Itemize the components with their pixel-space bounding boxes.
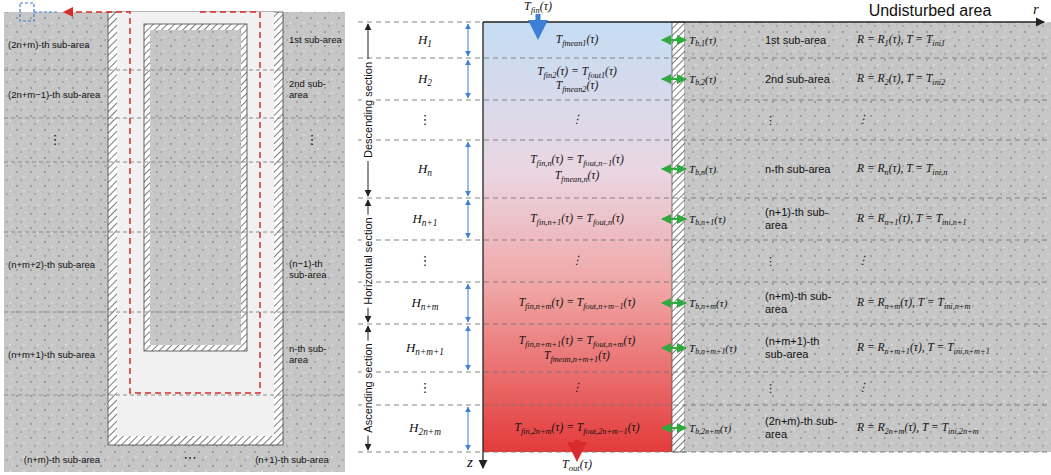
fluid-temperature: Tfin,n+m+1(τ) = Tfout,n+m(τ) bbox=[519, 334, 636, 347]
fluid-temperature: Tfmean1(τ) bbox=[556, 33, 599, 46]
segment-height: H2n+m bbox=[409, 421, 441, 436]
ellipsis: ⋮ bbox=[49, 133, 62, 148]
segment-divider bbox=[358, 22, 1051, 452]
fluid-temperature: Tfin2(τ) = Tfout1(τ) bbox=[537, 65, 617, 78]
inlet-marker bbox=[20, 3, 34, 21]
wall-heat-flux-arrow bbox=[662, 40, 686, 428]
sub-area-name: (n+m+2)-th sub-area bbox=[8, 260, 95, 271]
segment-height: H2 bbox=[418, 72, 432, 87]
borehole-section bbox=[4, 3, 345, 472]
heat-transfer-model bbox=[358, 14, 1051, 468]
segment-height-arrow bbox=[468, 24, 469, 450]
fluid-column bbox=[483, 22, 672, 452]
sub-area-name: (n+1)-th sub-area bbox=[255, 455, 329, 466]
sub-area-name: (n+m+1)-th sub-area bbox=[765, 335, 843, 360]
fluid-temperature: Tfin,n(τ) = Tfout,n−1(τ) bbox=[530, 153, 624, 166]
flow-path bbox=[64, 12, 260, 393]
boundary-condition: R = Rn+1(τ), T = Tini,n+1 bbox=[857, 212, 967, 225]
section-label: Horizontal section bbox=[362, 214, 375, 307]
fluid-temperature: Tfin,2n+m(τ) = Tfout,2n+m−1(τ) bbox=[515, 421, 640, 434]
outlet-temperature: Tout(τ) bbox=[562, 458, 592, 472]
boundary-condition: R = R2n+m(τ), T = Tini,2n+m bbox=[857, 421, 979, 434]
sub-area-name: (n+m)-th sub-area bbox=[24, 455, 100, 466]
ellipsis: ⋯ bbox=[184, 451, 197, 466]
ground-area bbox=[4, 12, 345, 472]
sub-area-name: (n+m)-th sub-area bbox=[765, 290, 843, 315]
fluid-temperature: ⋮ bbox=[571, 381, 583, 394]
wall-temperature: Tb,1(τ) bbox=[689, 34, 716, 47]
sub-area-divider bbox=[4, 70, 345, 395]
wall-temperature: Tb,n+m+1(τ) bbox=[689, 342, 737, 355]
z-axis bbox=[482, 22, 483, 468]
fluid-temperature: Tfmean,n(τ) bbox=[555, 169, 600, 182]
wall-temperature: Tb,n+m(τ) bbox=[689, 297, 727, 310]
sub-area-name: ⋮ bbox=[765, 255, 843, 268]
fluid-temperature: ⋮ bbox=[571, 254, 583, 267]
sub-area-name: (n+1)-th sub-area bbox=[765, 206, 843, 231]
segment-height: Hn+1 bbox=[412, 212, 437, 227]
ellipsis: ⋮ bbox=[306, 133, 319, 148]
segment-height: Hn bbox=[418, 162, 432, 177]
wall-temperature: Tb,2n+m(τ) bbox=[689, 422, 731, 435]
segment-height: Hn+m+1 bbox=[406, 341, 444, 356]
sub-area-name: (n+m+1)-th sub-area bbox=[8, 350, 95, 361]
boundary-condition: R = R1(τ), T = Tini1 bbox=[857, 33, 945, 46]
ellipsis: ⋮ bbox=[419, 381, 432, 396]
axis-label: z bbox=[467, 454, 473, 471]
axis-label: r bbox=[1033, 1, 1039, 18]
fluid-temperature: Tfin,n+1(τ) = Tfout,n(τ) bbox=[530, 212, 624, 225]
fluid-temperature: Tfin,n+m(τ) = Tfout,n+m−1(τ) bbox=[519, 296, 636, 309]
ellipsis: ⋮ bbox=[419, 254, 432, 269]
sub-area-name: (n−1)-th sub-area bbox=[289, 259, 343, 281]
wall-temperature: Tb,n(τ) bbox=[689, 163, 716, 176]
inlet-arrow bbox=[536, 14, 541, 30]
wall-temperature: Tb,n+1(τ) bbox=[689, 213, 726, 226]
inlet-temperature: Tfin(τ) bbox=[524, 0, 552, 14]
sub-area-name: n-th sub-area bbox=[765, 163, 843, 176]
segment-height: Hn+m bbox=[411, 296, 438, 311]
sub-area-name: ⋮ bbox=[765, 114, 843, 127]
fluid-column-node: Tfmean1(τ) Tfin2(τ) = Tfout1(τ)Tfmean2(τ)… bbox=[483, 22, 672, 452]
fluid-temperature: Tfmean,n+m+1(τ) bbox=[544, 349, 610, 362]
region-title: Undisturbed area bbox=[869, 2, 992, 20]
inlet-line bbox=[34, 11, 58, 12]
boundary-condition: R = R2(τ), T = Tini2 bbox=[857, 72, 945, 85]
fluid-temperature: Tfmean2(τ) bbox=[556, 79, 599, 92]
sub-area-name: 1st sub-area bbox=[289, 35, 343, 46]
fluid-temperature: ⋮ bbox=[571, 113, 583, 126]
boundary-condition: R = Rn+m+1(τ), T = Tini,n+m+1 bbox=[857, 341, 990, 354]
section-label: Descending section bbox=[362, 59, 375, 161]
section-label: Ascending section bbox=[362, 340, 375, 435]
borehole-wall bbox=[108, 12, 283, 445]
fluid-annulus bbox=[117, 12, 274, 436]
sub-area-name: (2n+m−1)-th sub-area bbox=[8, 90, 100, 101]
sub-area-name: 2nd sub-area bbox=[765, 73, 843, 86]
boundary-condition: ⋮ bbox=[857, 254, 869, 267]
ground-region-node: 1st sub-area R = R1(τ), T = Tini1 2nd sub-… bbox=[685, 22, 1051, 452]
sub-area-name: ⋮ bbox=[765, 382, 843, 395]
ground-region bbox=[685, 22, 1051, 452]
ellipsis: ⋮ bbox=[419, 113, 432, 128]
inner-core bbox=[150, 30, 241, 345]
boundary-condition: R = Rn+m(τ), T = Tini,n+m bbox=[857, 296, 970, 309]
pipe-wall bbox=[672, 22, 685, 452]
boundary-condition: ⋮ bbox=[857, 381, 869, 394]
sub-area-name: 2nd sub-area bbox=[289, 79, 343, 101]
sub-area-name: (2n+m)-th sub-area bbox=[765, 415, 843, 440]
sub-area-name: 1st sub-area bbox=[765, 34, 843, 47]
outlet-arrow bbox=[575, 440, 580, 452]
segment-height: H1 bbox=[418, 33, 432, 48]
sub-area-name: n-th sub-area bbox=[289, 344, 343, 366]
boundary-condition: ⋮ bbox=[857, 113, 869, 126]
r-axis bbox=[483, 21, 1044, 22]
inner-pipe-wall bbox=[144, 24, 247, 351]
boundary-condition: R = Rn(τ), T = Tini,n bbox=[857, 162, 947, 175]
sub-area-name: (2n+m)-th sub-area bbox=[8, 40, 90, 51]
wall-temperature: Tb,2(τ) bbox=[689, 73, 716, 86]
